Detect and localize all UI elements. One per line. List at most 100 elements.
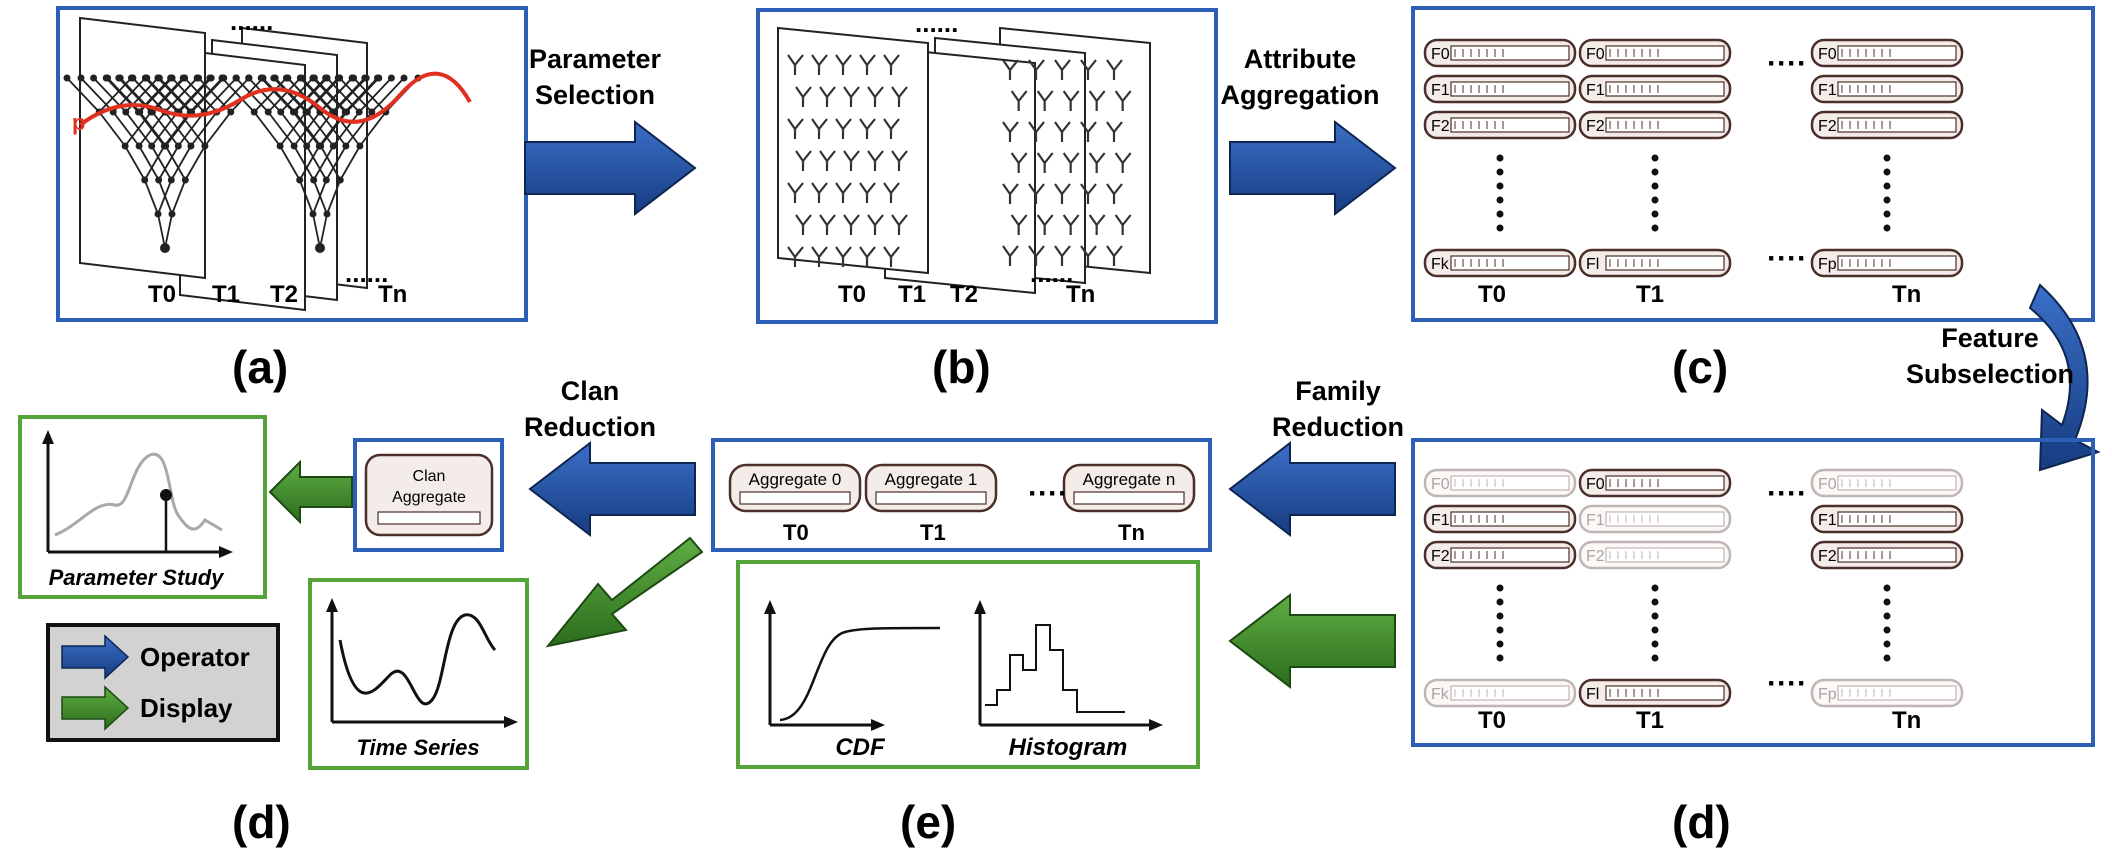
feature-id: Fl	[1586, 256, 1599, 273]
panel-b-dots-top: ......	[915, 8, 958, 38]
parameter-selection-line1: Parameter	[529, 44, 662, 74]
panel-a-tn: Tn	[378, 281, 407, 308]
panel-b-label: (b)	[932, 341, 991, 393]
tree-edge	[139, 111, 167, 147]
vertical-dot	[1883, 182, 1891, 190]
tree-edge	[298, 179, 314, 215]
feature-row: Fp	[1810, 248, 1964, 278]
aggregate-attribute-bar	[739, 491, 851, 505]
feature-id: Fk	[1431, 256, 1450, 273]
panel-b-t0: T0	[838, 281, 866, 308]
tree-edge	[319, 213, 328, 249]
fragment-mark	[883, 54, 900, 75]
fragment-mark	[891, 150, 908, 171]
fragment-mark	[1036, 152, 1054, 173]
vertical-dot	[1883, 598, 1891, 606]
feature-attribute-bar	[1450, 511, 1570, 527]
feature-id: F0	[1818, 46, 1837, 63]
operator-family-reduction: Family Reduction	[1228, 376, 1404, 538]
fragment-mark	[1002, 121, 1019, 142]
tree-edge	[319, 145, 342, 181]
fragment-mark	[1010, 214, 1028, 235]
tree-edge	[216, 77, 250, 113]
tree-edge	[178, 111, 206, 147]
tree-edge	[325, 145, 347, 181]
panel-d-right-label: (d)	[1672, 796, 1731, 848]
tree-node	[207, 74, 215, 82]
tree-node	[259, 74, 267, 82]
tree-edge	[112, 111, 140, 147]
parameter-study-y-arrowhead	[42, 430, 54, 444]
cdf-label: CDF	[835, 734, 886, 761]
feature-attribute-bar	[1605, 255, 1725, 271]
fragment-mark	[859, 182, 876, 203]
feature-capsule	[1810, 678, 1964, 708]
tree-node	[195, 74, 203, 82]
tree-edge	[293, 145, 315, 181]
vertical-dot	[1883, 210, 1891, 218]
tree-node	[350, 74, 358, 82]
fragment-mark	[819, 214, 836, 235]
fragment-mark	[1028, 245, 1045, 266]
tree-edge	[190, 77, 225, 113]
tree-edge	[143, 145, 166, 181]
legend: Operator Display	[46, 623, 280, 742]
fragment-mark	[1106, 183, 1123, 204]
feature-id: F0	[1431, 46, 1450, 63]
legend-operator-arrow	[61, 634, 130, 680]
panel-a-tree-sheets	[63, 16, 422, 312]
tree-edge	[66, 77, 100, 113]
tree-edge	[313, 77, 348, 113]
operator-feature-subselection: Feature Subselection	[1906, 283, 2101, 472]
feature-row: F2	[1578, 110, 1732, 140]
tree-edge	[203, 77, 238, 113]
panel-a-t2: T2	[270, 281, 298, 308]
parameter-study-frame	[18, 415, 267, 599]
tree-edge	[267, 77, 302, 113]
fragment-mark	[795, 214, 812, 235]
aggregate-label: Aggregate n	[1083, 470, 1176, 489]
fragment-mark	[859, 246, 876, 267]
fragment-mark	[811, 54, 828, 75]
tree-edge	[312, 179, 328, 215]
feature-row: F1	[1423, 74, 1577, 104]
panel-e-display-frame	[736, 560, 1200, 769]
vertical-dot	[1651, 598, 1659, 606]
vertical-dot	[1651, 210, 1659, 218]
fragment-mark	[1114, 214, 1132, 235]
panel-c-hdots-top: ····	[1767, 47, 1807, 80]
tree-edge	[247, 77, 282, 113]
aggregate-attribute-bar	[1073, 491, 1185, 505]
cdf-x-arrowhead	[871, 719, 885, 731]
feature-id: Fl	[1586, 686, 1599, 703]
tree-node	[284, 74, 292, 82]
feature-attribute-bar	[1450, 45, 1570, 61]
tree-edge	[171, 77, 205, 113]
time-series-x-arrowhead	[504, 716, 518, 728]
tree-edge	[371, 77, 405, 113]
tree-edge	[80, 77, 114, 113]
panel-b-frame	[756, 8, 1218, 324]
panel-e-t1: T1	[920, 520, 946, 545]
fragment-mark	[1106, 121, 1123, 142]
fragment-mark	[1088, 90, 1106, 111]
vertical-dot	[1883, 626, 1891, 634]
tree-edge	[294, 77, 328, 113]
fragment-mark	[1114, 152, 1132, 173]
fragment-mark	[1062, 90, 1080, 111]
tree-edge	[157, 213, 166, 249]
tree-edge	[164, 145, 187, 181]
feature-capsule	[1578, 504, 1732, 534]
feature-attribute-bar	[1450, 475, 1570, 491]
fragment-mark	[843, 214, 860, 235]
time-series-curve	[338, 613, 497, 706]
vertical-dot	[1651, 182, 1659, 190]
feature-row: F2	[1423, 540, 1577, 570]
fragment-mark	[1002, 59, 1019, 80]
feature-id: Fp	[1818, 256, 1837, 273]
fragment-mark	[819, 86, 836, 107]
feature-attribute-bar	[1837, 45, 1957, 61]
vertical-dot	[1496, 224, 1504, 232]
fragment-mark	[1036, 90, 1054, 111]
